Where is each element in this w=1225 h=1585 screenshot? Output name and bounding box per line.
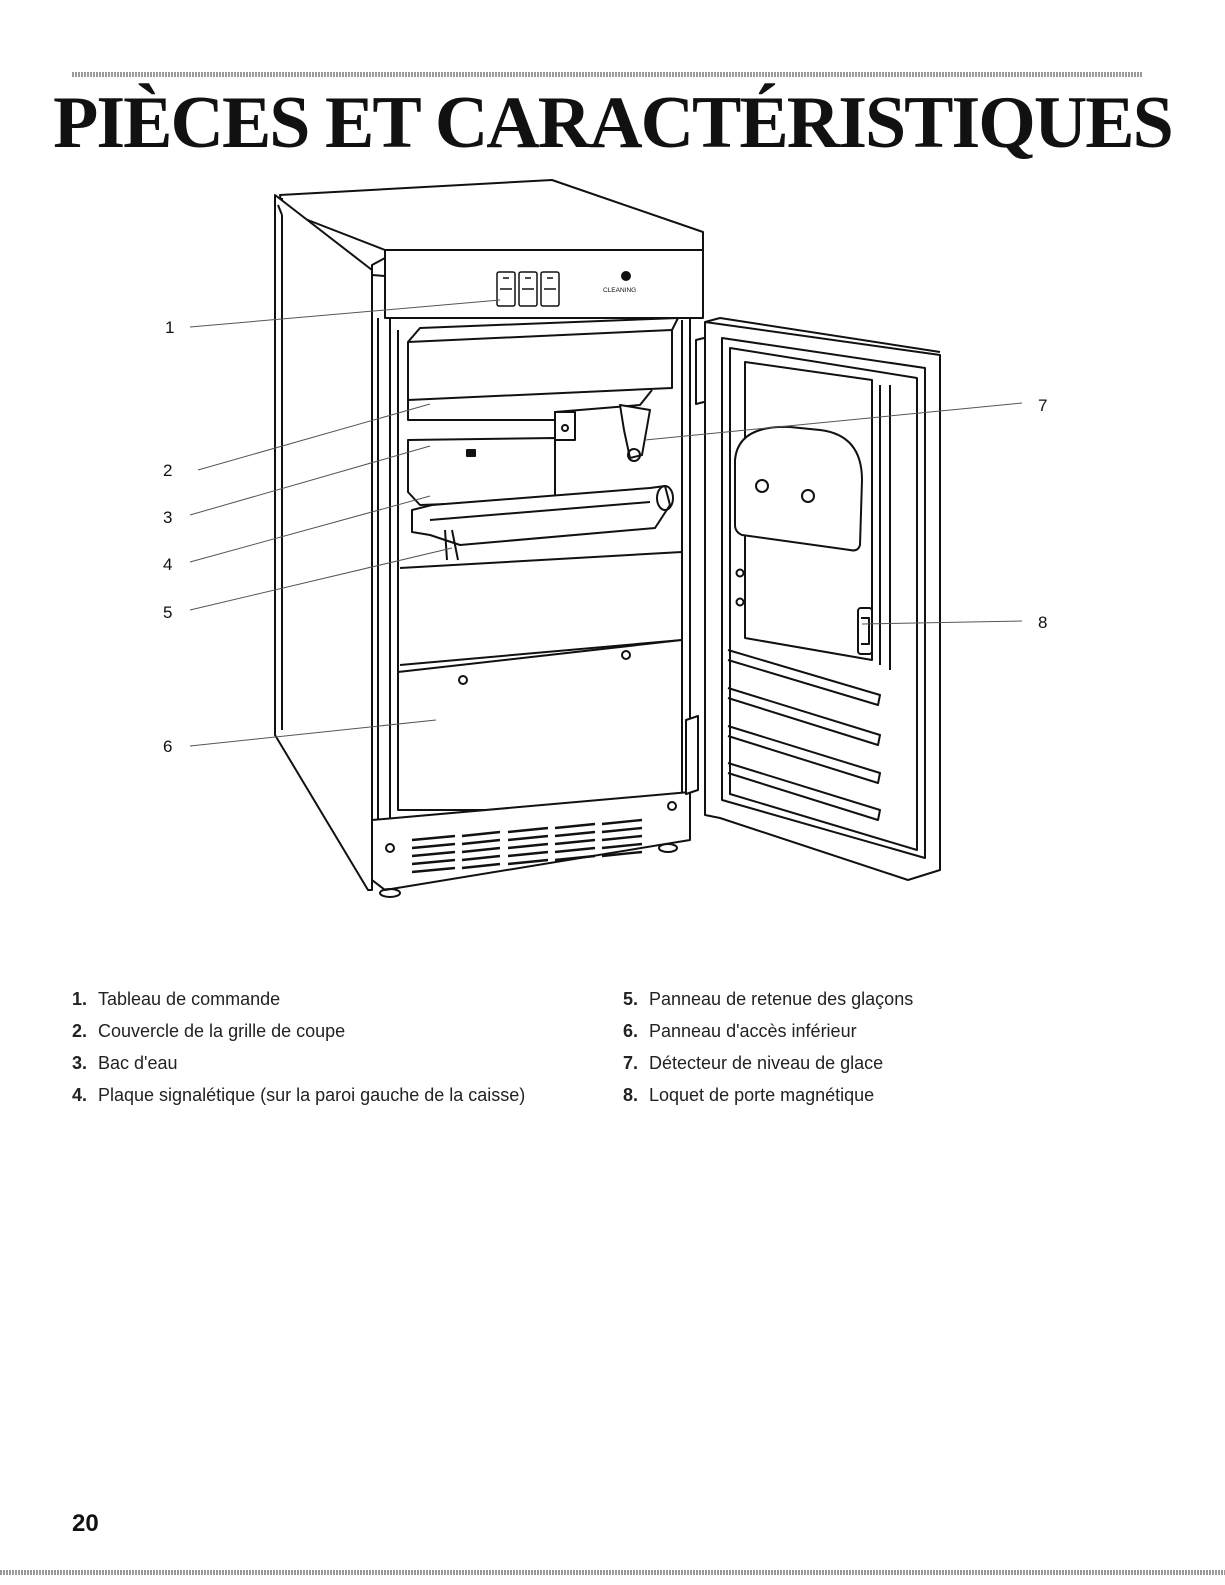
bottom-rule <box>0 1570 1225 1575</box>
callout-3: 3 <box>163 508 172 527</box>
leader-7 <box>644 402 1023 441</box>
lower-access-panel <box>397 639 683 811</box>
legend-item: 7.Détecteur de niveau de glace <box>623 1053 884 1073</box>
cabinet-top <box>279 179 704 251</box>
legend-item: 2.Couvercle de la grille de coupe <box>72 1021 346 1041</box>
callout-2: 2 <box>163 461 172 480</box>
callout-7: 7 <box>1038 396 1047 415</box>
legend-item: 4.Plaque signalétique (sur la paroi gauc… <box>72 1085 526 1105</box>
top-rule <box>72 72 1142 77</box>
leader-2 <box>197 403 431 471</box>
leader-1 <box>189 299 501 328</box>
control-buttons <box>496 271 560 307</box>
water-tank <box>407 437 556 506</box>
legend-item: 8.Loquet de porte magnétique <box>623 1085 875 1105</box>
panel-label-cleaning: CLEANING <box>603 287 636 294</box>
leader-3 <box>189 445 431 516</box>
legend-item: 5.Panneau de retenue des glaçons <box>623 989 914 1009</box>
leader-8 <box>861 620 1023 625</box>
leader-5 <box>189 547 453 611</box>
cabinet-left-side <box>274 194 373 891</box>
ice-level-sensor <box>619 404 651 459</box>
callout-6: 6 <box>163 737 172 756</box>
legend-column-right: 5.Panneau de retenue des glaçons 6.Panne… <box>623 987 913 1115</box>
callout-1: 1 <box>165 318 174 337</box>
door-bumper <box>734 425 863 552</box>
legend-item: 3.Bac d'eau <box>72 1053 178 1073</box>
page-number: 20 <box>72 1510 99 1537</box>
page-title: PIÈCES ET CARACTÉRISTIQUES <box>53 82 1174 164</box>
leader-6 <box>189 719 437 747</box>
leader-4 <box>189 495 431 563</box>
callout-4: 4 <box>163 555 172 574</box>
legend-item: 6.Panneau d'accès inférieur <box>623 1021 857 1041</box>
ice-maker-illustration: CLEANING 1 2 3 4 5 6 7 8 <box>163 179 1047 898</box>
cutter-grid-cover <box>407 329 673 401</box>
callout-8: 8 <box>1038 613 1047 632</box>
legend-column-left: 1.Tableau de commande 2.Couvercle de la … <box>72 987 525 1115</box>
ice-retaining-panel <box>411 485 671 546</box>
cleaning-light-icon <box>621 271 631 281</box>
base-grille <box>371 791 691 891</box>
legend-item: 1.Tableau de commande <box>72 989 281 1009</box>
callout-5: 5 <box>163 603 172 622</box>
